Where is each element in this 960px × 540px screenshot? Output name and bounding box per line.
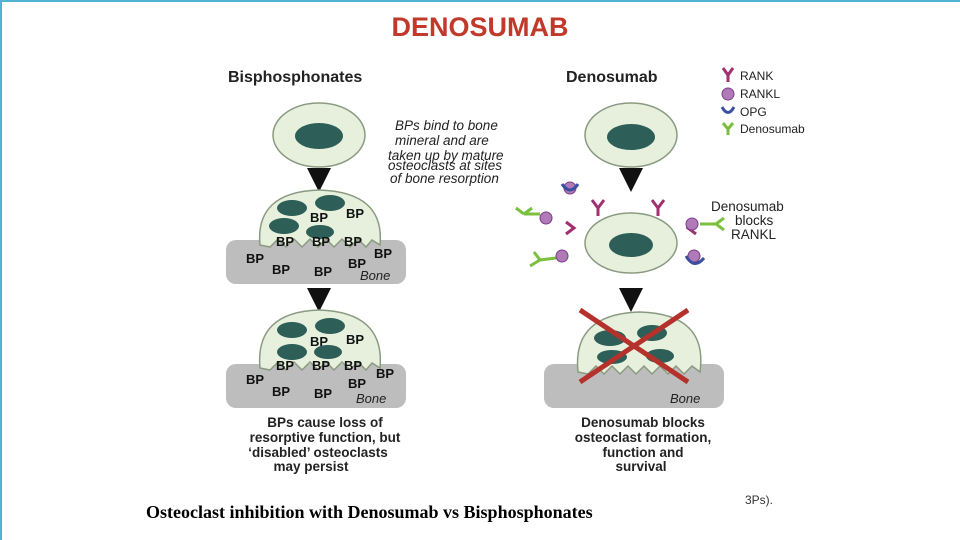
bp-label: BP bbox=[346, 332, 364, 347]
bp-label: BP bbox=[374, 246, 392, 261]
blocks-line-2: blocks bbox=[735, 213, 774, 228]
right-stage3: Bone bbox=[544, 307, 724, 408]
legend-label: RANKL bbox=[740, 87, 780, 101]
right-stage2 bbox=[515, 181, 725, 274]
left-stage3: BP BP BP BP BP BP BP BP BP BP Bone bbox=[226, 309, 406, 408]
denosumab-heading: Denosumab bbox=[566, 69, 658, 86]
figure-caption: Osteoclast inhibition with Denosumab vs … bbox=[146, 502, 593, 522]
bone-block bbox=[226, 364, 406, 408]
opg-icon bbox=[720, 106, 736, 114]
bp-label: BP bbox=[310, 334, 328, 349]
bp-label: BP bbox=[344, 358, 362, 373]
nucleus-icon bbox=[306, 225, 334, 239]
slide-frame-top bbox=[0, 0, 960, 2]
bp-label: BP bbox=[272, 384, 290, 399]
left-precursor-cell bbox=[272, 102, 366, 168]
bp-label: BP bbox=[312, 358, 330, 373]
rank-icon bbox=[565, 220, 577, 236]
dmab-caption-line-1: Denosumab blocks bbox=[581, 415, 705, 430]
bp-caption-line-3: ‘disabled’ osteoclasts bbox=[248, 445, 388, 460]
nucleus-icon bbox=[295, 123, 343, 149]
rankl-icon bbox=[539, 211, 553, 225]
bp-label: BP bbox=[348, 376, 366, 391]
bone-label: Bone bbox=[356, 391, 386, 406]
bp-label: BP bbox=[276, 358, 294, 373]
dmab-caption-line-2: osteoclast formation, bbox=[575, 430, 712, 445]
legend: RANK RANKL OPG Denosumab bbox=[720, 67, 805, 136]
bp-label: BP bbox=[376, 366, 394, 381]
bp-label: BP bbox=[344, 234, 362, 249]
denosumab-antibody-icon bbox=[721, 122, 735, 135]
bp-caption-line-1: BPs cause loss of bbox=[267, 415, 383, 430]
denosumab-antibody-icon bbox=[529, 251, 557, 268]
right-precursor-cell bbox=[584, 102, 678, 168]
left-stage2: BP BP BP BP BP BP BP BP BP BP Bone bbox=[226, 189, 406, 284]
opg-icon bbox=[560, 183, 580, 192]
nucleus-icon bbox=[277, 322, 307, 338]
bone-label: Bone bbox=[360, 268, 390, 283]
bp-label: BP bbox=[272, 262, 290, 277]
nucleus-icon bbox=[315, 195, 345, 211]
bisphosphonates-heading: Bisphosphonates bbox=[228, 69, 362, 86]
nucleus-icon bbox=[277, 200, 307, 216]
rank-icon bbox=[590, 199, 606, 216]
slide-title: DENOSUMAB bbox=[391, 12, 569, 42]
nucleus-icon bbox=[314, 345, 342, 359]
denosumab-antibody-icon bbox=[515, 206, 540, 216]
rank-icon bbox=[650, 199, 666, 216]
legend-label: Denosumab bbox=[740, 122, 805, 136]
legend-label: RANK bbox=[740, 69, 773, 83]
bp-note-line-3: taken up by mature bbox=[388, 148, 504, 163]
rankl-icon bbox=[721, 87, 735, 101]
rankl-icon bbox=[555, 249, 569, 263]
cross-out-icon bbox=[578, 307, 690, 385]
nucleus-icon bbox=[315, 318, 345, 334]
bp-label: BP bbox=[246, 251, 264, 266]
bp-label: BP bbox=[312, 234, 330, 249]
bone-block bbox=[226, 240, 406, 284]
bp-label: BP bbox=[276, 234, 294, 249]
bp-label: BP bbox=[310, 210, 328, 225]
slide-frame-left bbox=[0, 0, 2, 540]
rank-icon bbox=[721, 67, 735, 82]
blocks-line-1: Denosumab bbox=[711, 199, 784, 214]
nucleus-icon bbox=[607, 124, 655, 150]
opg-icon bbox=[684, 255, 706, 265]
bp-caption-line-4: may persist bbox=[273, 459, 349, 474]
bp-label: BP bbox=[348, 256, 366, 271]
blocks-line-3: RANKL bbox=[731, 227, 777, 242]
bp-note-line-1: BPs bind to bone bbox=[395, 118, 498, 133]
bp-label: BP bbox=[314, 386, 332, 401]
bp-note-line-5: of bone resorption bbox=[390, 171, 499, 186]
bp-note-line-2: mineral and are bbox=[395, 133, 489, 148]
legend-label: OPG bbox=[740, 105, 767, 119]
bp-label: BP bbox=[314, 264, 332, 279]
bp-caption-line-2: resorptive function, but bbox=[250, 430, 401, 445]
cropped-source-fragment: 3Ps). bbox=[745, 493, 773, 507]
nucleus-icon bbox=[277, 344, 307, 360]
denosumab-antibody-icon bbox=[700, 216, 725, 232]
bp-label: BP bbox=[246, 372, 264, 387]
bone-label: Bone bbox=[670, 391, 700, 406]
dmab-caption-line-3: function and bbox=[603, 445, 684, 460]
bp-note-line-4: osteoclasts at sites bbox=[388, 158, 502, 173]
dmab-caption-line-4: survival bbox=[615, 459, 666, 474]
nucleus-icon bbox=[269, 218, 299, 234]
nucleus-icon bbox=[609, 233, 653, 257]
rankl-icon bbox=[685, 217, 699, 231]
bp-label: BP bbox=[346, 206, 364, 221]
